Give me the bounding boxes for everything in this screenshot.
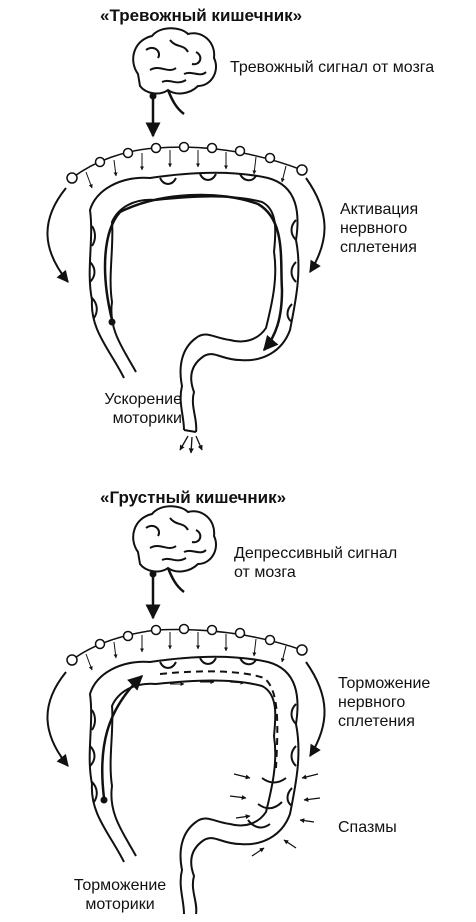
anxious-plexus-label: Активация нервного сплетения [340, 201, 419, 256]
sad-gut-panel: «Грустный кишечник» [0, 478, 476, 922]
motility-slow-arrow [100, 674, 144, 799]
sad-gut-diagram [46, 505, 326, 915]
sad-brain-signal-label: Депрессивный сигнал от мозга [234, 545, 398, 581]
anxious-brain-signal-label: Тревожный сигнал от мозга [230, 59, 435, 76]
plexus-right-arrow [305, 177, 326, 274]
motility-start-dot [108, 318, 116, 326]
large-intestine-icon [88, 171, 300, 433]
motility-acceleration-arrow [103, 193, 284, 352]
exit-arrows [179, 435, 203, 454]
anxious-gut-panel: «Тревожный кишечник» [46, 6, 435, 454]
plexus-left-arrow [46, 187, 69, 283]
brain-icon [132, 27, 217, 115]
sad-motility-label: Торможение моторики [73, 877, 167, 913]
spasm-arrows [229, 773, 321, 857]
sad-gut-title: «Грустный кишечник» [100, 488, 287, 507]
inhibited-motility-path [159, 670, 279, 769]
plexus-right-arrow [305, 661, 326, 758]
sad-plexus-label: Торможение нервного сплетения [338, 675, 431, 730]
large-intestine-icon [88, 655, 300, 915]
sad-spasms-label: Спазмы [338, 819, 397, 836]
anxious-gut-diagram [46, 27, 326, 454]
anxious-motility-label: Ускорение моторики [104, 391, 182, 427]
brain-icon [132, 505, 217, 593]
nerve-plexus-icon [66, 623, 308, 671]
anxious-gut-title: «Тревожный кишечник» [100, 6, 303, 25]
nerve-plexus-icon [66, 141, 308, 189]
motility-start-dot [100, 796, 108, 804]
plexus-left-arrow [46, 671, 69, 767]
weak-motility-arrows [170, 680, 245, 686]
